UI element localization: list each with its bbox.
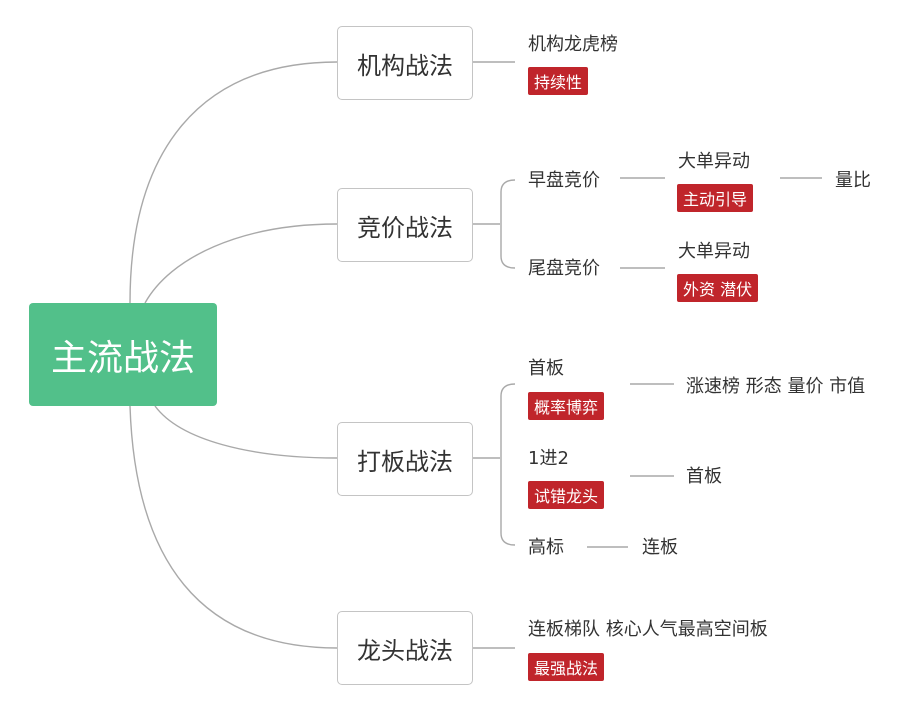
branch-longtou[interactable]: 龙头战法 (337, 611, 473, 685)
longtou-tag: 最强战法 (528, 653, 605, 681)
weipan-tag: 外资 潜伏 (677, 274, 759, 302)
link-daban-bracket (500, 383, 516, 546)
zaopan-sub: 大单异动 (678, 151, 750, 172)
jigou-tag: 持续性 (528, 67, 589, 95)
link-root-longtou (129, 405, 338, 649)
link-jingjia-bracket (500, 179, 516, 269)
zaopan-tag: 主动引导 (677, 184, 754, 212)
link-root-jingjia (144, 223, 338, 304)
longtou-item: 连板梯队 核心人气最高空间板 (528, 619, 768, 640)
yijiner-tag: 试错龙头 (528, 481, 605, 509)
zaopan-label[interactable]: 早盘竞价 (528, 170, 600, 191)
zaopan-leaf: 量比 (835, 170, 871, 191)
yijiner-leaf: 首板 (686, 466, 722, 487)
gaobiao-label[interactable]: 高标 (528, 537, 564, 558)
link-root-daban (154, 405, 338, 459)
weipan-sub: 大单异动 (678, 241, 750, 262)
branch-jingjia[interactable]: 竞价战法 (337, 188, 473, 262)
link-root-jigou (129, 61, 338, 304)
root-node[interactable]: 主流战法 (29, 303, 217, 406)
jigou-item: 机构龙虎榜 (528, 34, 618, 55)
branch-daban[interactable]: 打板战法 (337, 422, 473, 496)
shouban-tag: 概率博弈 (528, 392, 605, 420)
gaobiao-leaf: 连板 (642, 537, 678, 558)
weipan-label[interactable]: 尾盘竞价 (528, 258, 600, 279)
branch-jigou[interactable]: 机构战法 (337, 26, 473, 100)
shouban-leaf: 涨速榜 形态 量价 市值 (686, 376, 866, 397)
shouban-label[interactable]: 首板 (528, 358, 564, 379)
yijiner-label[interactable]: 1进2 (528, 448, 569, 469)
